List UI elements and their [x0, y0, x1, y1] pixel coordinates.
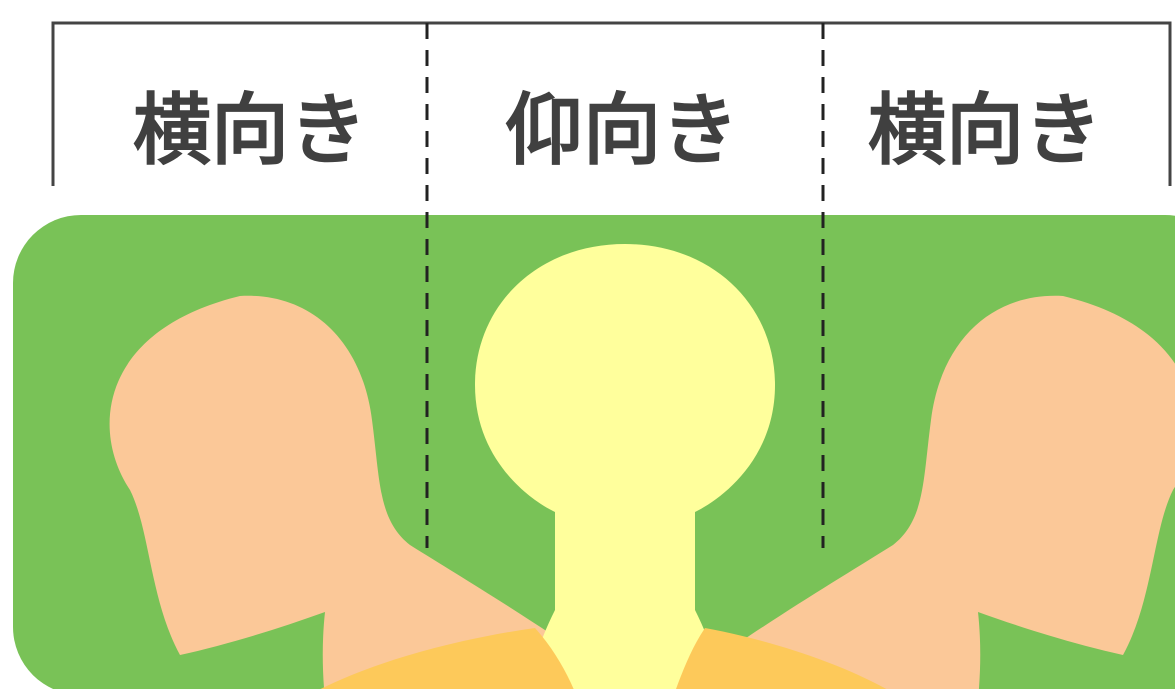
left-shoulder [320, 628, 574, 689]
center-head [475, 244, 775, 689]
header-bracket [51, 21, 1172, 186]
left-side-head [109, 295, 560, 689]
label-center-face-up: 仰向き [505, 86, 739, 176]
right-side-head [743, 295, 1175, 689]
label-left-side: 横向き [133, 86, 367, 176]
right-shoulder [676, 628, 887, 689]
label-right-side: 横向き [868, 86, 1102, 176]
